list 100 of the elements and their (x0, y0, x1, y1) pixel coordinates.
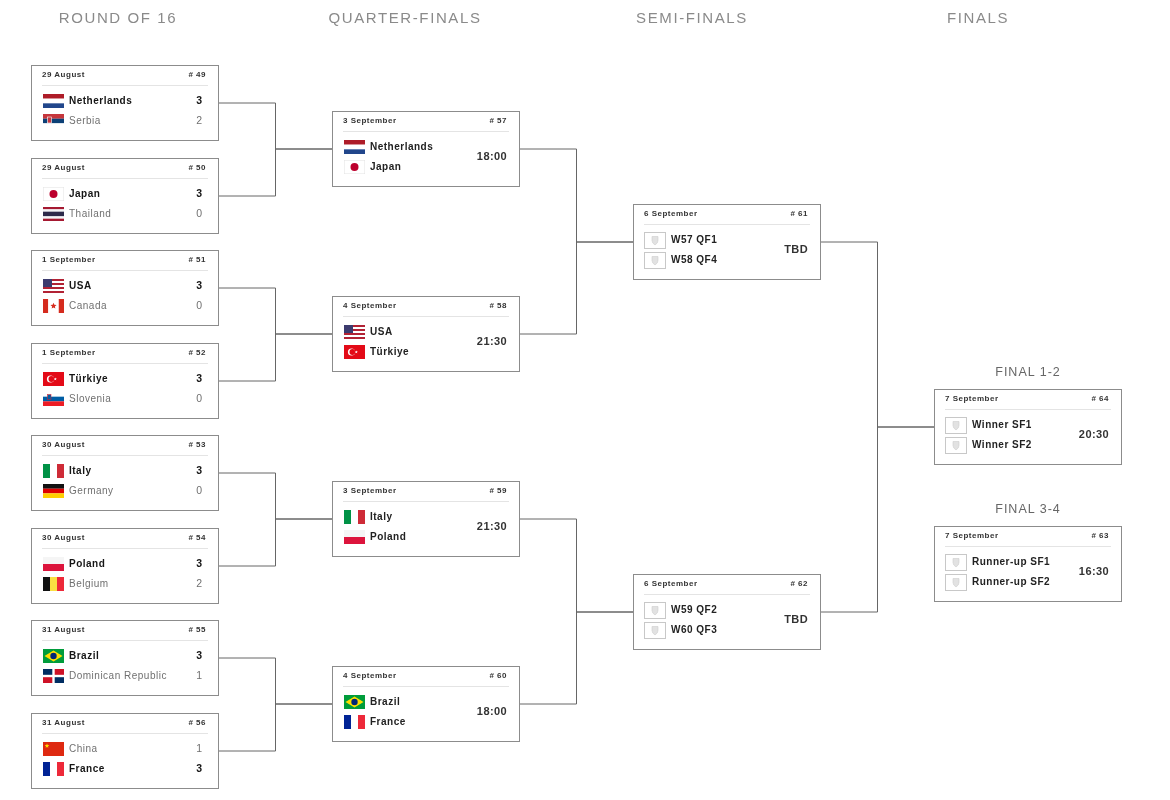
match-date: 30 August (42, 533, 85, 543)
bracket-line (218, 333, 333, 382)
team-name: Italy (370, 510, 393, 524)
score: 3 (196, 761, 202, 775)
team-name: Runner-up SF1 (972, 555, 1051, 569)
bracket-line (519, 241, 634, 335)
score: 3 (196, 278, 202, 292)
match-number: # 50 (188, 163, 206, 173)
team-name: W60 QF3 (671, 623, 718, 637)
bracket-line (218, 518, 333, 567)
match-date: 7 September (945, 531, 999, 541)
match-time: 20:30 (1078, 428, 1109, 442)
match-time: 18:00 (476, 150, 507, 164)
match-card (633, 204, 821, 280)
team-name: Poland (69, 557, 106, 571)
match-card (31, 435, 219, 511)
match-date: 30 August (42, 440, 85, 450)
match-time: TBD (784, 613, 808, 627)
match-date: 6 September (644, 209, 698, 219)
score: 3 (196, 648, 202, 662)
match-date: 29 August (42, 70, 85, 80)
bracket-line (218, 148, 333, 197)
final-heading: FINAL 1-2 (995, 365, 1061, 380)
match-card (332, 481, 520, 557)
team-name: Canada (69, 299, 108, 313)
match-date: 7 September (945, 394, 999, 404)
round-heading: FINALS (946, 8, 1010, 26)
team-name: USA (69, 279, 92, 293)
match-number: # 59 (489, 486, 507, 496)
match-number: # 49 (188, 70, 206, 80)
team-name: W58 QF4 (671, 253, 718, 267)
match-number: # 58 (489, 301, 507, 311)
match-time: TBD (784, 243, 808, 257)
match-number: # 57 (489, 116, 507, 126)
team-name: Dominican Republic (69, 669, 167, 683)
match-date: 4 September (343, 301, 397, 311)
team-name: Japan (370, 160, 402, 174)
match-card (31, 528, 219, 604)
match-card (31, 65, 219, 141)
match-card (31, 158, 219, 234)
team-name: Netherlands (69, 94, 133, 108)
match-time: 18:00 (476, 705, 507, 719)
final-heading: FINAL 3-4 (995, 502, 1061, 517)
round-heading: SEMI-FINALS (636, 8, 748, 26)
bracket-line (820, 426, 935, 613)
match-date: 31 August (42, 625, 85, 635)
match-number: # 53 (188, 440, 206, 450)
bracket-line (519, 611, 634, 705)
team-name: W57 QF1 (671, 233, 718, 247)
match-date: 4 September (343, 671, 397, 681)
score: 0 (196, 206, 202, 220)
score: 2 (196, 113, 202, 127)
match-card (31, 343, 219, 419)
score: 3 (196, 371, 202, 385)
team-name: Italy (69, 464, 92, 478)
match-card (31, 620, 219, 696)
team-name: France (370, 715, 406, 729)
match-time: 21:30 (476, 335, 507, 349)
match-card (31, 713, 219, 789)
match-number: # 51 (188, 255, 206, 265)
match-card (31, 250, 219, 326)
match-number: # 63 (1091, 531, 1109, 541)
team-name: Belgium (69, 577, 109, 591)
match-date: 6 September (644, 579, 698, 589)
team-name: Poland (370, 530, 407, 544)
team-name: Winner SF2 (972, 438, 1032, 452)
score: 3 (196, 186, 202, 200)
bracket-line (218, 703, 333, 752)
match-date: 3 September (343, 486, 397, 496)
match-number: # 55 (188, 625, 206, 635)
team-name: France (69, 762, 105, 776)
team-name: Slovenia (69, 392, 112, 406)
score: 3 (196, 93, 202, 107)
team-name: W59 QF2 (671, 603, 718, 617)
round-heading: QUARTER-FINALS (328, 8, 482, 26)
team-name: Winner SF1 (972, 418, 1032, 432)
score: 0 (196, 483, 202, 497)
match-number: # 56 (188, 718, 206, 728)
match-date: 1 September (42, 255, 96, 265)
team-name: USA (370, 325, 393, 339)
match-number: # 64 (1091, 394, 1109, 404)
match-date: 3 September (343, 116, 397, 126)
team-name: Türkiye (370, 345, 410, 359)
match-card (332, 111, 520, 187)
score: 3 (196, 556, 202, 570)
round-heading: ROUND OF 16 (58, 8, 178, 26)
match-number: # 61 (790, 209, 808, 219)
match-number: # 52 (188, 348, 206, 358)
score: 0 (196, 298, 202, 312)
team-name: Serbia (69, 114, 101, 128)
team-name: Türkiye (69, 372, 109, 386)
match-date: 29 August (42, 163, 85, 173)
match-card (633, 574, 821, 650)
match-number: # 62 (790, 579, 808, 589)
match-number: # 60 (489, 671, 507, 681)
team-name: Brazil (69, 649, 100, 663)
team-name: Thailand (69, 207, 112, 221)
match-time: 16:30 (1078, 565, 1109, 579)
score: 1 (196, 741, 202, 755)
match-card (332, 296, 520, 372)
